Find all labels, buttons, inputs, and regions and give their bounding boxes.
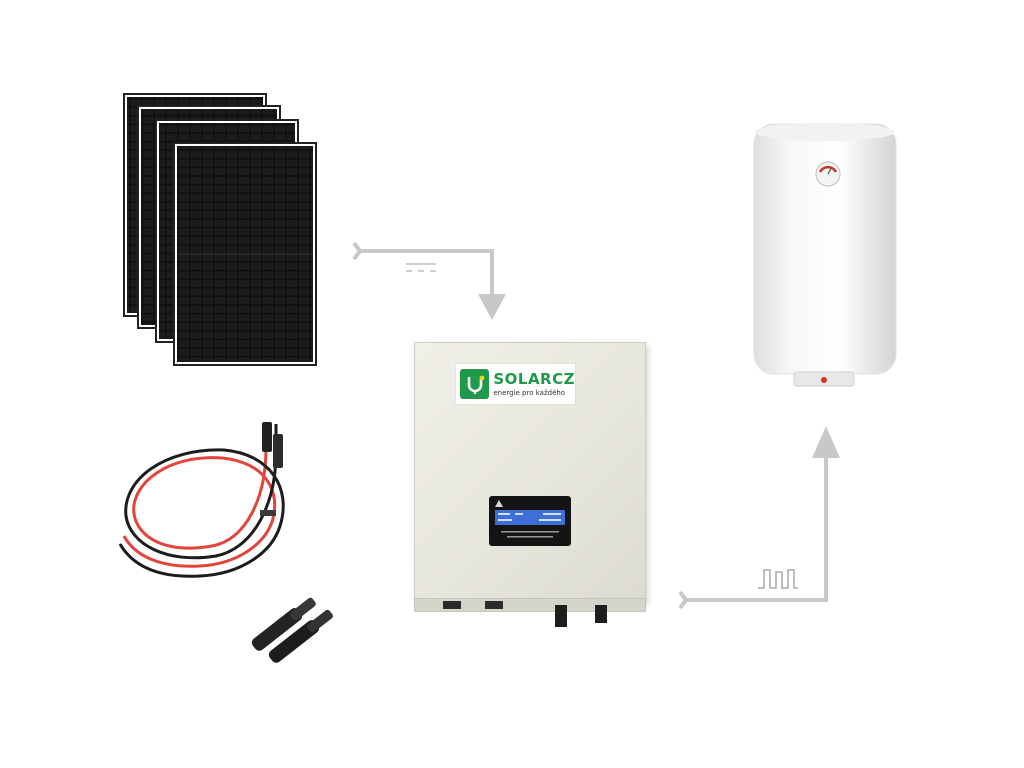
dc-current-icon [406, 263, 436, 272]
solar-cables [116, 418, 306, 590]
square-wave-icon [758, 569, 798, 589]
water-heater [752, 120, 898, 395]
mc4-connector [262, 422, 272, 452]
indicator-light [821, 377, 827, 383]
solar-panels [118, 90, 323, 370]
control-display [489, 496, 571, 546]
mc4-connector [273, 434, 283, 468]
plug-icon [460, 369, 490, 399]
solarcz-logo: SOLARCZ energie pro každého [456, 364, 575, 404]
mc4-connectors [250, 596, 346, 668]
inverter-cable-glands [414, 598, 646, 627]
brand-tagline: energie pro každého [493, 388, 566, 397]
lcd-screen [495, 510, 565, 525]
inverter: SOLARCZ energie pro každého [414, 342, 646, 602]
thermostat-dial [815, 161, 841, 187]
solar-panel [173, 142, 317, 366]
ac-flow-arrow [676, 420, 856, 612]
dc-flow-arrow [348, 238, 508, 324]
brand-name: SOLARCZ [493, 369, 575, 388]
